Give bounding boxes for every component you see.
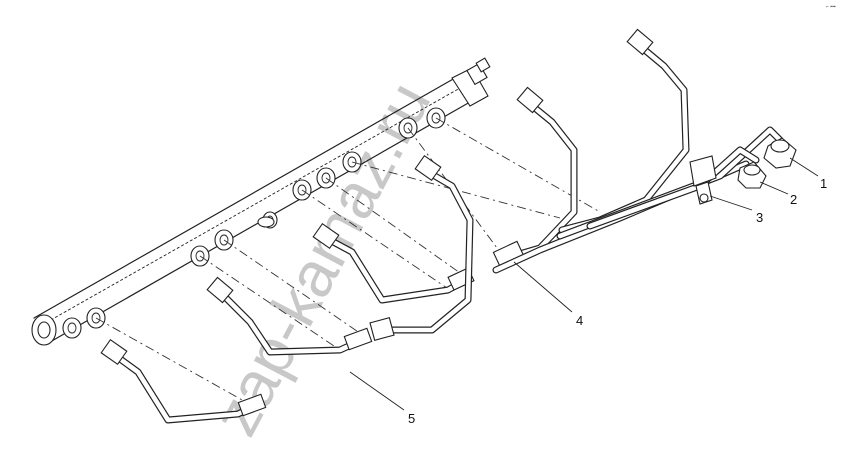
callout-label-1: 1 (820, 176, 827, 191)
callout-label-4: 4 (576, 313, 583, 328)
callout-4: 4 (513, 261, 583, 328)
pipe-clamp-3 (689, 155, 717, 205)
injection-pipe-5 (100, 338, 267, 424)
callout-1: 1 (789, 157, 827, 191)
callout-5: 5 (349, 371, 415, 426)
pipe-fitting-1 (763, 137, 797, 169)
injection-pipe (369, 154, 474, 341)
washer (257, 216, 275, 228)
callout-label-5: 5 (408, 411, 415, 426)
injection-pipe (206, 276, 373, 356)
injection-pipe (312, 222, 475, 304)
callout-label-3: 3 (756, 210, 763, 225)
callout-3: 3 (709, 195, 763, 225)
callout-2: 2 (759, 181, 797, 207)
corner-mark: ⌐ ▪▪▪ (826, 4, 836, 10)
callout-label-2: 2 (790, 192, 797, 207)
rail-port (62, 317, 82, 339)
pipe-fitting-2 (737, 161, 767, 189)
